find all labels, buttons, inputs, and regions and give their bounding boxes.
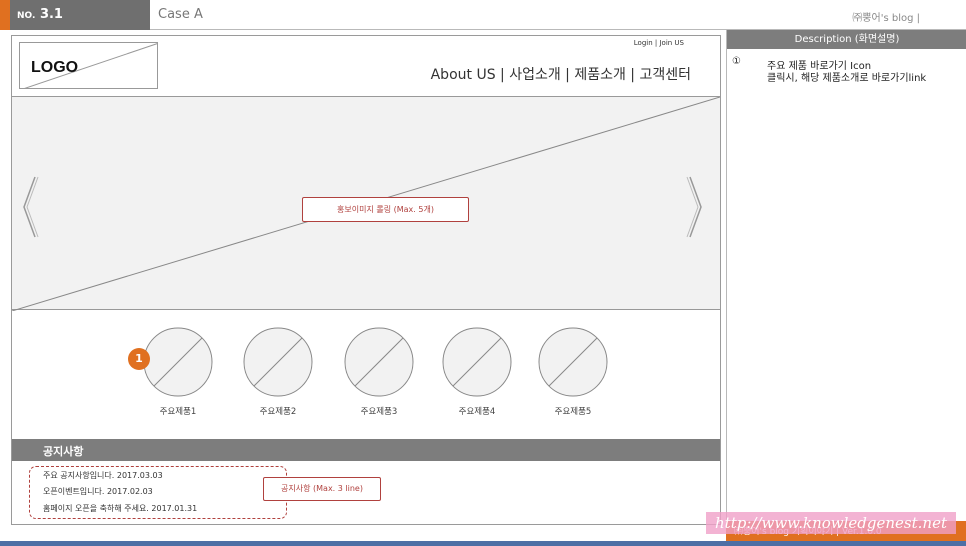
product-label: 주요제품1 [159, 407, 197, 417]
product-label: 주요제품5 [554, 407, 592, 417]
description-header: Description (화면설명) [727, 30, 966, 49]
product-item-2[interactable]: 주요제품2 [233, 327, 323, 427]
logo-placeholder-diagonal [24, 43, 157, 88]
notice-list: 주요 공지사항입니다. 2017.03.03 오픈이벤트입니다. 2017.02… [29, 466, 287, 519]
product-placeholder-icon [143, 327, 213, 397]
footer-divider [0, 541, 966, 546]
description-line-1: 주요 제품 바로가기 Icon [767, 61, 872, 72]
page-number-prefix: NO. [17, 11, 36, 21]
product-label: 주요제품2 [259, 407, 297, 417]
accent-strip [0, 0, 10, 30]
notice-item[interactable]: 주요 공지사항입니다. 2017.03.03 [43, 471, 163, 480]
product-placeholder-icon [243, 327, 313, 397]
logo-placeholder[interactable]: LOGO [19, 42, 158, 89]
case-title: Case A [158, 7, 203, 22]
description-number: ① [732, 56, 741, 67]
notice-annotation: 공지사항 (Max. 3 line) [263, 477, 381, 501]
product-item-5[interactable]: 주요제품5 [528, 327, 618, 427]
page-number-box: NO. 3.1 [10, 0, 150, 30]
main-navigation[interactable]: About US | 사업소개 | 제품소개 | 고객센터 [430, 67, 691, 83]
notice-item[interactable]: 오픈이벤트입니다. 2017.02.03 [43, 487, 153, 496]
product-label: 주요제품3 [360, 407, 398, 417]
wireframe-frame: Login | Join US LOGO About US | 사업소개 | 제… [11, 35, 721, 525]
logo-text: LOGO [31, 59, 79, 76]
product-placeholder-icon [344, 327, 414, 397]
product-label: 주요제품4 [458, 407, 496, 417]
product-placeholder-icon [442, 327, 512, 397]
notice-item[interactable]: 홈페이지 오픈을 축하해 주세요. 2017.01.31 [43, 504, 198, 513]
product-item-1[interactable]: 주요제품1 [133, 327, 223, 427]
notice-header: 공지사항 [12, 439, 720, 461]
page-number: 3.1 [39, 7, 63, 22]
blog-label: ㈜뿡어's blog | [852, 13, 920, 24]
chevron-right-icon[interactable] [686, 175, 704, 239]
annotation-badge: 1 [128, 348, 150, 370]
top-header-bar: NO. 3.1 Case A ㈜뿡어's blog | [0, 0, 966, 30]
description-panel: Description (화면설명) ① 주요 제품 바로가기 Icon 클릭시… [726, 30, 966, 523]
login-join-links[interactable]: Login | Join US [633, 39, 684, 47]
description-line-2: 클릭시, 해당 제품소개로 바로가기link [767, 73, 927, 84]
chevron-left-icon[interactable] [21, 175, 39, 239]
promo-banner: 홍보이미지 롤링 (Max. 5개) [12, 96, 720, 311]
banner-annotation: 홍보이미지 롤링 (Max. 5개) [302, 197, 469, 222]
watermark: http://www.knowledgenest.net [706, 512, 956, 534]
product-placeholder-icon [538, 327, 608, 397]
product-item-3[interactable]: 주요제품3 [334, 327, 424, 427]
product-item-4[interactable]: 주요제품4 [432, 327, 522, 427]
